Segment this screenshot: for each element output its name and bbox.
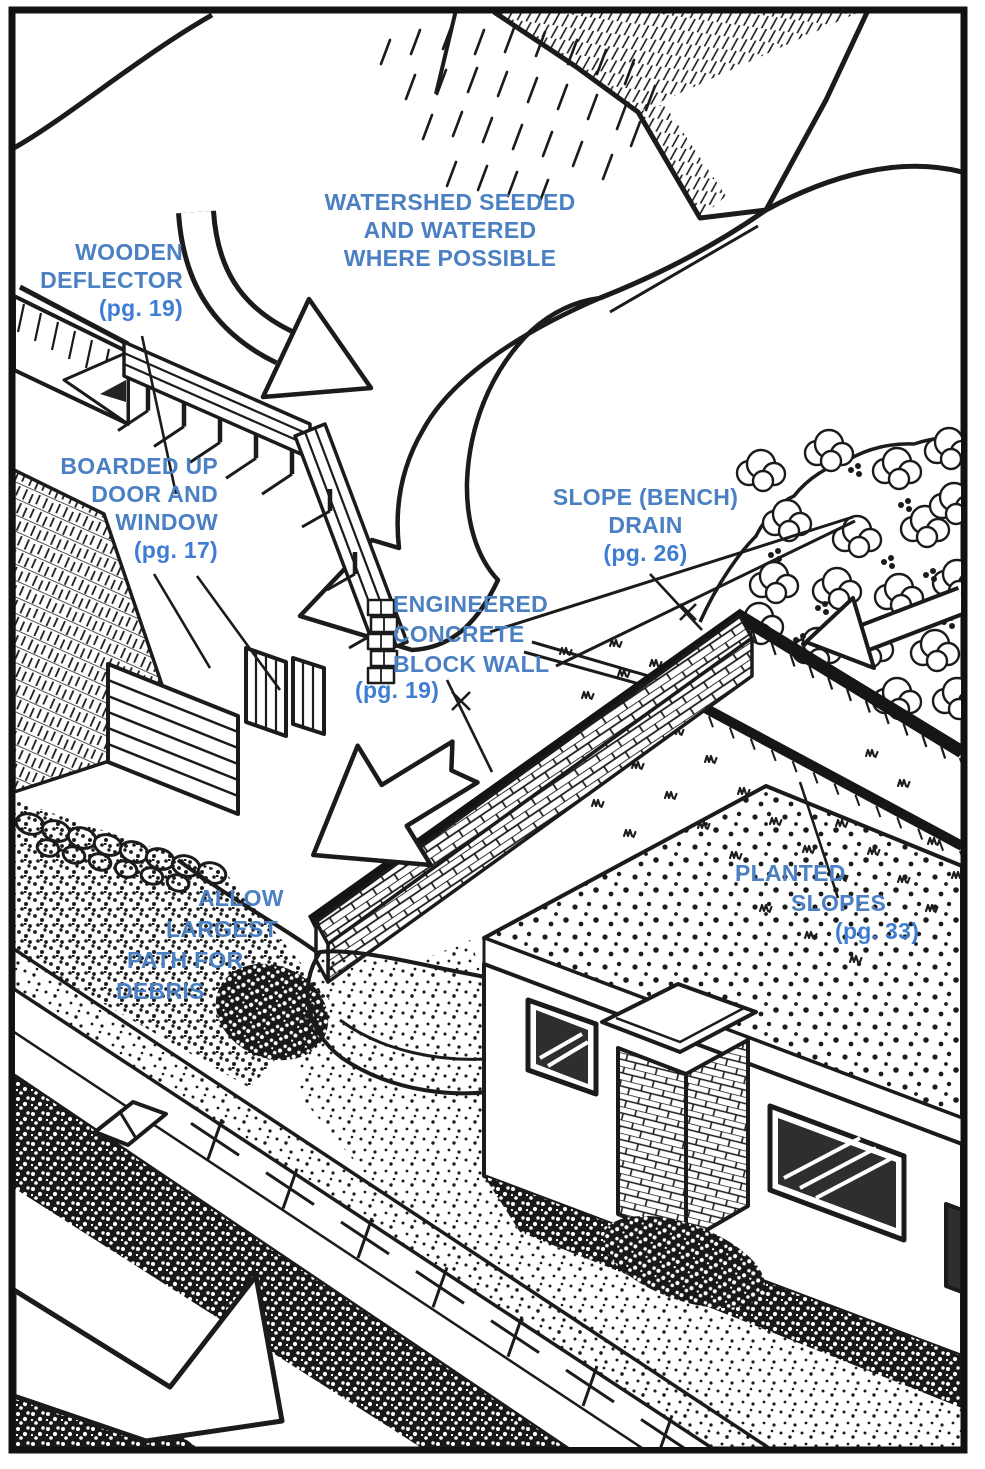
page-ref: (pg. 26) [603,540,688,566]
wooden-deflector-fence [18,284,409,685]
callout-allow-line3: PATH FOR [127,947,244,973]
window [944,1202,961,1294]
page-ref: (pg. 19) [355,677,440,703]
callout-line: ENGINEERED [393,591,549,617]
callout-line: WINDOW [115,509,218,535]
flow-arrow-top [176,210,374,400]
figure-frame [8,6,968,1454]
callout-line: DEFLECTOR [40,267,183,293]
window [767,1103,907,1243]
callout-slope-drain: SLOPE (BENCH) DRAIN (pg. 26) [528,483,763,567]
right-house [298,784,961,1447]
flow-arrow-slope [804,586,961,670]
window [525,997,599,1097]
flow-arrow-channel [310,739,480,868]
callout-line: BLOCK WALL [393,651,550,677]
callout-wooden-deflector: WOODEN DEFLECTOR (pg. 19) [18,238,183,322]
left-house [15,294,326,816]
flow-arrow-road [15,1273,285,1444]
callout-line: WATERSHED SEEDED [324,189,576,215]
bush-sprigs [768,463,955,647]
hills [15,13,961,314]
leader-lines [140,335,840,899]
slope-bank-edges [687,608,961,851]
chimney-base-shadow [603,1215,765,1309]
callout-watershed: WATERSHED SEEDED AND WATERED WHERE POSSI… [285,188,615,272]
callout-line: WOODEN [75,239,183,265]
callout-planted-line2: SLOPES [791,890,887,916]
callout-line: BOARDED UP [60,453,218,479]
callout-line: DRAIN [608,512,683,538]
callout-line: AND WATERED [363,217,537,243]
callout-line: CONCRETE [393,621,525,647]
page-ref: (pg. 33) [835,918,920,944]
fascia [482,936,961,1146]
rain-strokes [379,23,657,206]
callout-allow-line2: LARGEST [166,916,278,942]
callout-line: WHERE POSSIBLE [343,245,557,271]
callout-boarded: BOARDED UP DOOR AND WINDOW (pg. 17) [38,452,218,564]
road-ties [190,1118,686,1447]
callout-line: DOOR AND [91,481,218,507]
callout-planted: PLANTED [735,860,846,886]
road-dark-band [15,1076,565,1447]
page-ref: (pg. 17) [133,537,218,563]
callout-allow: ALLOW [198,885,284,911]
callout-block-wall: ENGINEERED CONCRETE BLOCK WALL [393,589,549,679]
callout-allow-line4: DEBRIS [116,978,205,1004]
callout-line: SLOPE (BENCH) [552,484,739,510]
chimney [600,982,758,1244]
page-ref: (pg. 19) [98,295,183,321]
